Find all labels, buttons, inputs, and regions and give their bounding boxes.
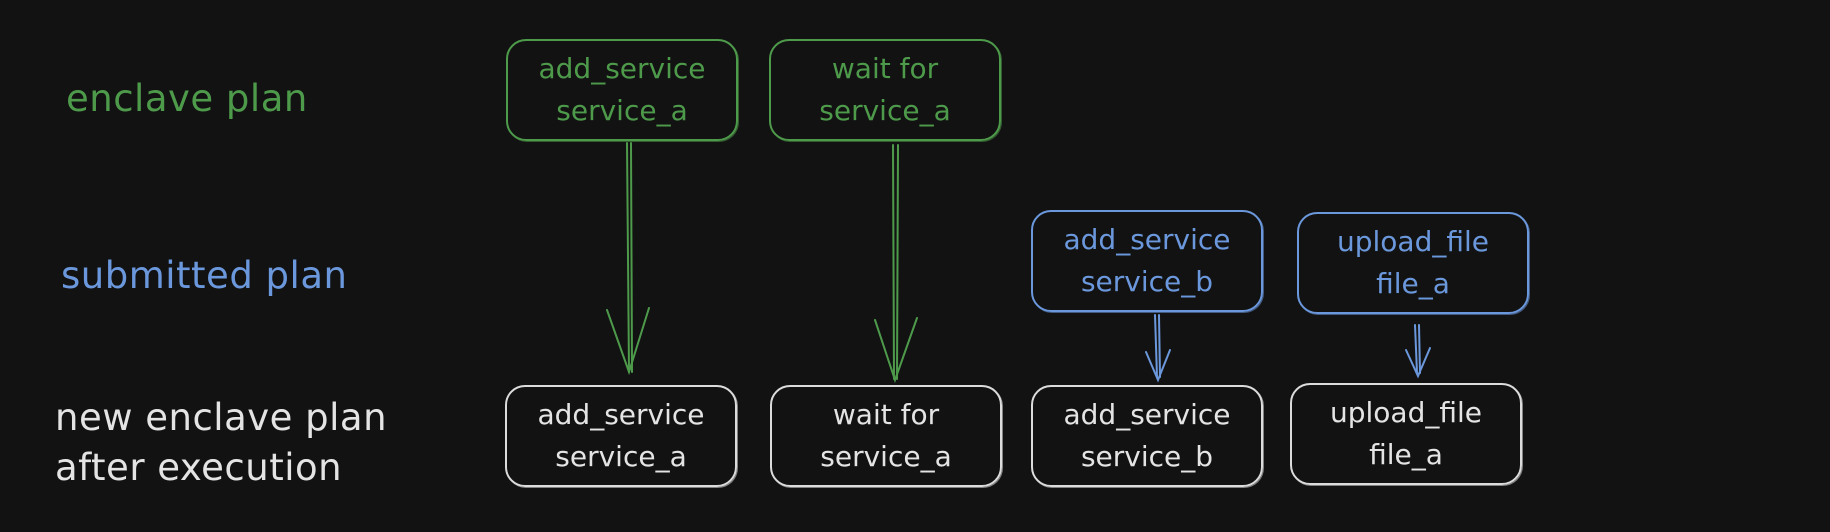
node-line2: service_b [1080, 440, 1214, 473]
new-node-add-service-a: add_service service_a [505, 385, 737, 487]
node-line1: upload_file [1336, 225, 1489, 258]
node-line2: file_a [1376, 267, 1450, 300]
new-node-upload-file-a: upload_file file_a [1290, 383, 1522, 485]
arrow-submitted-to-new-upload-file [1405, 324, 1431, 379]
arrow-enclave-to-new-add-service [606, 142, 650, 376]
arrow-enclave-to-new-wait-for [874, 144, 918, 384]
node-line1: wait for [832, 398, 940, 431]
node-line1: upload_file [1329, 396, 1482, 429]
submitted-plan-label: submitted plan [61, 254, 348, 297]
submitted-node-add-service-b: add_service service_b [1031, 210, 1263, 312]
arrow-submitted-to-new-add-service-b [1145, 314, 1171, 383]
node-line2: service_b [1080, 265, 1214, 298]
node-line1: add_service [538, 52, 706, 85]
new-node-wait-for-service-a: wait for service_a [770, 385, 1002, 487]
submitted-node-upload-file-a: upload_file file_a [1297, 212, 1529, 314]
node-line2: file_a [1369, 438, 1443, 471]
node-line1: wait for [831, 52, 939, 85]
node-line1: add_service [1063, 398, 1231, 431]
node-line1: add_service [537, 398, 705, 431]
enclave-node-wait-for-service-a: wait for service_a [769, 39, 1001, 141]
enclave-node-add-service-a: add_service service_a [506, 39, 738, 141]
new-plan-label-line1: new enclave plan [55, 396, 388, 439]
node-line1: add_service [1063, 223, 1231, 256]
new-plan-label-line2: after execution [55, 446, 343, 489]
new-node-add-service-b: add_service service_b [1031, 385, 1263, 487]
node-line2: service_a [820, 440, 952, 473]
enclave-plan-label: enclave plan [66, 77, 308, 120]
node-line2: service_a [556, 94, 688, 127]
node-line2: service_a [555, 440, 687, 473]
node-line2: service_a [819, 94, 951, 127]
